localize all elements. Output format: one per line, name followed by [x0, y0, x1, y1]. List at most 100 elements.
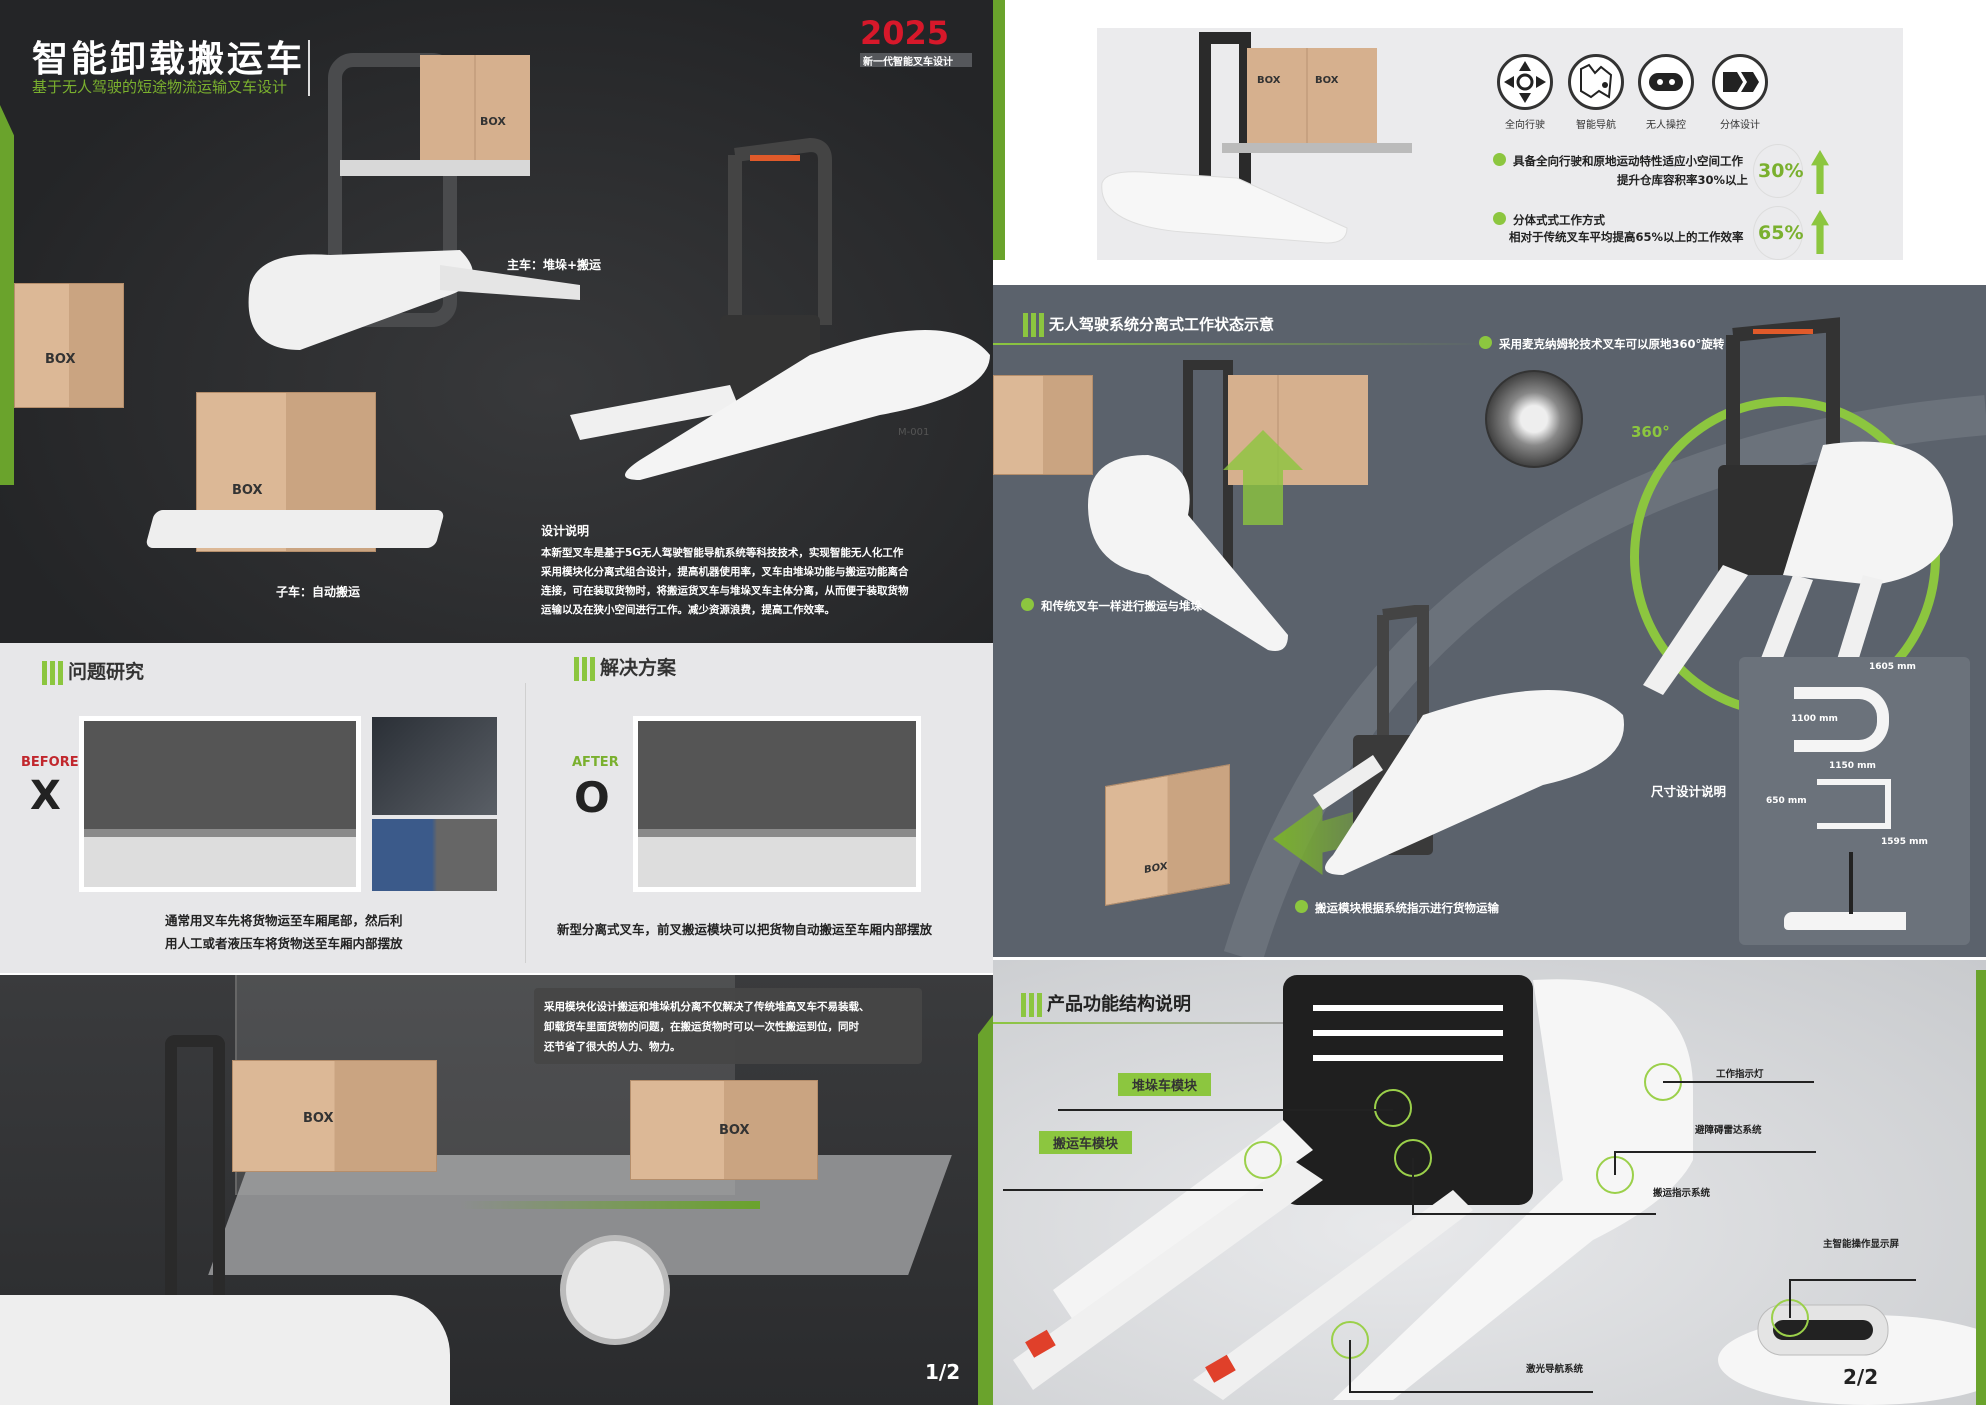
problem-solution-panel: 问题研究 解决方案 BEFORE X 通常用叉车先将货物运至车厢尾部，然后利 用… [0, 643, 993, 973]
bullet-dot [1493, 212, 1506, 225]
elevation-mast [1849, 852, 1853, 914]
module-label-stacker: 堆垛车模块 [1118, 1073, 1212, 1096]
problem-caption: 通常用叉车先将货物运至车厢尾部，然后利 [165, 913, 403, 928]
design-heading: 设计说明 [541, 524, 590, 538]
callout-laser-navigation: 激光导航系统 [1526, 1364, 1584, 1375]
truck-scene-panel: BOX BOX 采用模块化设计搬运和堆垛机分离不仅解决了传统堆高叉车不易装载、 … [0, 975, 993, 1405]
bullet-dot [1021, 598, 1034, 611]
workflow-heading: 无人驾驶系统分离式工作状态示意 [1023, 313, 1274, 337]
transport-note: 搬运模块根据系统指示进行货物运输 [1295, 900, 1499, 916]
problem-caption: 用人工或者液压车将货物送至车厢内部摆放 [165, 936, 403, 951]
note-box [534, 988, 922, 1064]
heading-underline [993, 343, 1483, 345]
cargo-box: BOX [14, 283, 124, 408]
problem-heading: 问题研究 [42, 657, 144, 685]
page-number: 1/2 [925, 1360, 961, 1384]
dimension-heading: 尺寸设计说明 [1651, 784, 1727, 799]
main-car-label: 主车：堆垛+搬运 [507, 258, 602, 272]
year-tag: 新一代智能叉车设计 [860, 53, 972, 68]
after-mark: O [574, 773, 610, 822]
map-pin-icon [1568, 54, 1624, 110]
note-line: 采用模块化设计搬运和堆垛机分离不仅解决了传统堆高叉车不易装载、 [544, 1001, 870, 1013]
bars-icon [1023, 313, 1045, 337]
poster-subtitle: 基于无人驾驶的短途物流运输叉车设计 [32, 78, 288, 96]
forklift-mast [165, 1035, 225, 1365]
bullet-dot [1295, 900, 1308, 913]
bars-icon [1021, 993, 1043, 1017]
after-scene-image [633, 716, 921, 892]
forklift-base [0, 1295, 450, 1405]
workflow-panel: 无人驾驶系统分离式工作状态示意 采用麦克纳姆轮技术叉车可以原地360°旋转 36… [993, 285, 1986, 957]
dimension-value: 1605 mm [1869, 662, 1916, 672]
callout-transport-indicator: 搬运指示系统 [1653, 1188, 1711, 1199]
page-number: 2/2 [1843, 1365, 1879, 1389]
solution-caption: 新型分离式叉车，前叉搬运模块可以把货物自动搬运至车厢内部摆放 [557, 922, 933, 937]
feature-label: 分体设计 [1720, 120, 1760, 131]
title-divider [308, 40, 310, 96]
module-label-transport: 搬运车模块 [1039, 1131, 1133, 1154]
green-edge-accent [1976, 970, 1986, 1405]
model-label: M-001 [898, 427, 929, 438]
cargo-box: BOX [630, 1080, 818, 1180]
cargo-box: BOX [232, 1060, 437, 1172]
solution-heading: 解决方案 [574, 653, 676, 681]
poster-title: 智能卸载搬运车 [32, 39, 306, 80]
callout-work-light: 工作指示灯 [1716, 1069, 1764, 1080]
box-label: BOX [1315, 75, 1339, 86]
feature-label: 智能导航 [1576, 120, 1616, 131]
omnidirectional-arrows-icon [1497, 54, 1553, 110]
truck-wheel [560, 1235, 670, 1345]
bars-icon [574, 656, 596, 681]
bullet-dot [1493, 153, 1506, 166]
after-label: AFTER [572, 755, 619, 770]
forklift-closeup-image [1003, 975, 1986, 1405]
callout-main-display: 主智能操作显示屏 [1823, 1239, 1900, 1250]
before-scene-image [79, 716, 361, 892]
dimension-value: 1150 mm [1829, 761, 1876, 771]
heading-underline [993, 1022, 1283, 1024]
stacker-forklift-image [1313, 605, 1624, 875]
box-label: BOX [480, 115, 506, 128]
stat-line: 分体式式工作方式 [1493, 212, 1605, 228]
intro-panel: 智能卸载搬运车 基于无人驾驶的短途物流运输叉车设计 2025 新一代智能叉车设计… [0, 0, 993, 643]
stat-ring [1753, 144, 1803, 198]
structure-heading: 产品功能结构说明 [1021, 990, 1191, 1017]
remote-control-icon [1638, 54, 1694, 110]
cargo-box: BOX [1105, 763, 1230, 907]
before-mark: X [30, 773, 61, 819]
before-label: BEFORE [21, 755, 79, 770]
manual-labor-photo [372, 717, 497, 815]
dimension-card: 1605 mm 1100 mm 1150 mm 650 mm 1595 mm [1739, 657, 1970, 945]
stat-line: 具备全向行驶和原地运动特性适应小空间工作 [1493, 153, 1743, 169]
bullet-dot [1479, 336, 1492, 349]
stat-value: 65% [1758, 222, 1804, 244]
mecanum-wheel-image [1485, 370, 1583, 468]
elevation-drawing [1784, 912, 1906, 930]
stacker-forklift-image: M-001 [570, 137, 990, 480]
stat-value: 30% [1758, 160, 1804, 182]
callout-obstacle-radar: 避障碍雷达系统 [1695, 1125, 1762, 1136]
stat-ring [1753, 206, 1803, 260]
dimension-value: 650 mm [1766, 796, 1807, 806]
note-line: 还节省了很大的人力、物力。 [544, 1041, 681, 1053]
side-view-drawing [1817, 779, 1891, 829]
feature-label: 无人操控 [1646, 120, 1686, 131]
green-edge-accent [978, 1015, 993, 1405]
manual-labor-photo [372, 819, 497, 891]
box-label: BOX [1257, 75, 1281, 86]
sub-car-label: 子车：自动搬运 [276, 585, 361, 599]
note-line: 卸载货车里面货物的问题，在搬运货物时可以一次性搬运到位，同时 [544, 1021, 859, 1033]
forklift-with-boxes-image: BOX BOX [1101, 32, 1412, 244]
dimension-value: 1100 mm [1791, 714, 1838, 724]
stat-line: 相对于传统叉车平均提高65%以上的工作效率 [1509, 230, 1744, 244]
stat-line: 提升仓库容积率30%以上 [1616, 173, 1748, 187]
stacking-forklift-image [1088, 360, 1368, 651]
mecanum-note: 采用麦克纳姆轮技术叉车可以原地360°旋转 [1479, 336, 1724, 352]
bars-icon [42, 660, 64, 685]
sub-car-base [144, 510, 446, 548]
design-line: 连接，可在装取货物时，将搬运货叉车与堆垛叉车主体分离，从而便于装取货物 [541, 585, 909, 597]
rotation-label: 360° [1631, 423, 1670, 441]
features-panel: BOX BOX 全向行驶 智能导航 无人操控 分体设计 具备全向行驶和原地运动特… [993, 0, 1986, 285]
design-line: 采用模块化分离式组合设计，提高机器使用率，叉车由堆垛功能与搬运功能离合 [541, 566, 909, 578]
main-forklift-image: BOX [248, 53, 580, 350]
